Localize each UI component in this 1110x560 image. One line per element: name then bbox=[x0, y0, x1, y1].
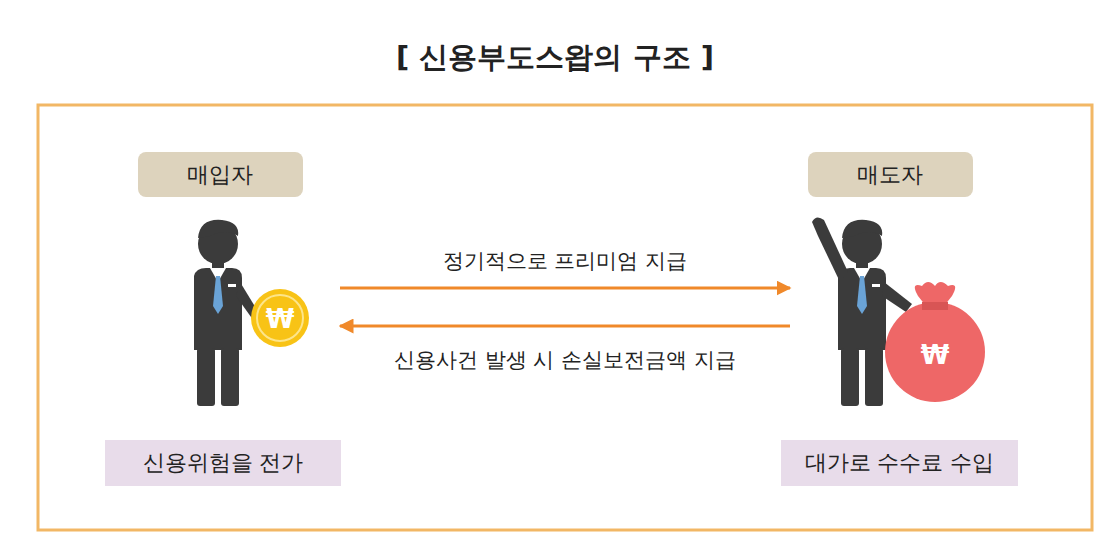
money-bag-icon bbox=[885, 282, 985, 402]
party-node: 매도자 bbox=[790, 152, 990, 412]
coin-icon bbox=[251, 289, 309, 347]
party-label: 매도자 bbox=[808, 152, 973, 197]
diagram-title: [ 신용부도스왑의 구조 ] bbox=[0, 38, 1110, 78]
role-text: 대가로 수수료 수입 bbox=[781, 440, 1018, 486]
flow-label: 신용사건 발생 시 손실보전금액 지급 bbox=[388, 346, 742, 374]
party-node: 매입자 bbox=[100, 152, 340, 412]
role-box: 신용위험을 전가 bbox=[105, 440, 341, 486]
currency-symbol: ₩ bbox=[266, 304, 295, 334]
currency-symbol: ₩ bbox=[921, 340, 950, 370]
role-text: 신용위험을 전가 bbox=[105, 440, 341, 486]
party-label: 매입자 bbox=[138, 152, 303, 197]
flow-arrow bbox=[340, 325, 790, 328]
frame bbox=[38, 105, 1092, 530]
flow-arrow bbox=[340, 287, 790, 290]
flow-label: 정기적으로 프리미엄 지급 bbox=[437, 247, 693, 275]
role-box: 대가로 수수료 수입 bbox=[781, 440, 1018, 486]
